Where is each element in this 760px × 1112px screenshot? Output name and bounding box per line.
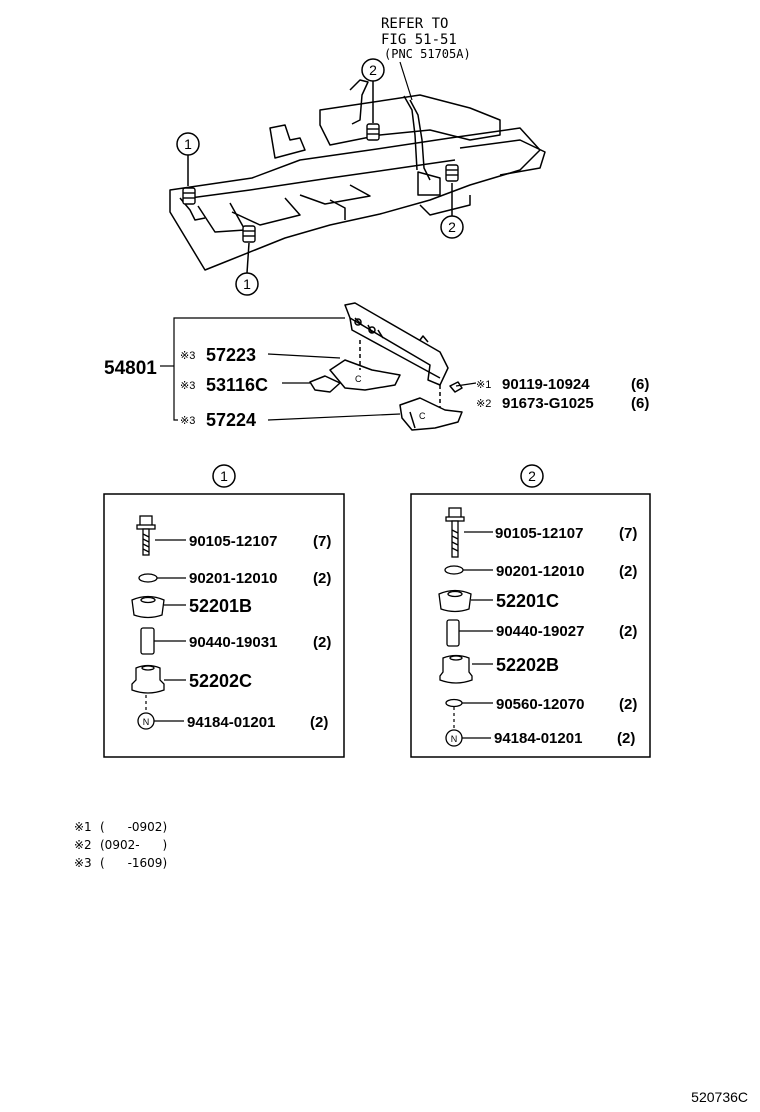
cushion-upper-icon: [131, 595, 165, 619]
collar-icon: [140, 627, 155, 655]
refer-line-1: REFER TO: [381, 16, 448, 32]
callout-1-top-label: 1: [184, 136, 192, 152]
callout-2-bottom-label: 2: [448, 219, 456, 235]
part-57223: 57223: [206, 345, 256, 365]
refer-line-2: FIG 51-51: [381, 32, 457, 48]
box2-part-3: 52201C: [496, 591, 559, 611]
box2-qty-4: (2): [619, 623, 637, 640]
box2-qty-7: (2): [617, 730, 635, 747]
footnote-2-mark: ※2: [74, 838, 92, 852]
mark-91673: ※2: [476, 398, 491, 410]
box2-qty-1: (7): [619, 525, 637, 542]
frame-callouts: [176, 58, 464, 296]
part-53116c: 53116C: [206, 375, 268, 395]
box2-part-4: 90440-19027: [496, 623, 584, 640]
footnote-3-range: ( -1609): [100, 856, 167, 870]
mark-90119: ※1: [476, 379, 491, 391]
footnotes: ※1 ( -0902) ※2 (0902- ) ※3 ( -1609): [74, 820, 167, 870]
qty-90119-10924: (6): [631, 376, 649, 393]
footnote-1-mark: ※1: [74, 820, 92, 834]
cushion-front-left-icon: [182, 187, 196, 205]
box2-part-1: 90105-12107: [495, 525, 583, 542]
box2-callout-icon: [520, 464, 544, 488]
box1-qty-2: (2): [313, 570, 331, 587]
cushion-upper-icon: [438, 589, 472, 613]
callout-2-top-label: 2: [369, 62, 377, 78]
cushion-lower-icon: [131, 664, 165, 694]
refer-line-3: (PNC 51705A): [384, 47, 471, 61]
washer-icon: [138, 573, 158, 583]
box1-part-5: 52202C: [189, 671, 252, 691]
mark-57224: ※3: [180, 415, 195, 427]
mark-57223: ※3: [180, 350, 195, 362]
assembly-letter-c: C C: [355, 374, 426, 421]
box1-part-3: 52201B: [189, 596, 252, 616]
box1-part-4: 90440-19031: [189, 634, 277, 651]
callout-1-bottom-label: 1: [243, 276, 251, 292]
figure-id: 520736C: [691, 1089, 748, 1105]
part-91673-g1025: 91673-G1025: [502, 395, 594, 412]
part-90119-10924: 90119-10924: [502, 376, 590, 393]
box2-part-6: 90560-12070: [496, 696, 584, 713]
box1-part-2: 90201-12010: [189, 570, 277, 587]
frame-drawing: [169, 79, 546, 271]
box2-title: 2: [528, 468, 536, 484]
part-57224: 57224: [206, 410, 256, 430]
washer-icon: [444, 565, 464, 575]
svg-text:N: N: [143, 717, 150, 727]
collar-icon: [446, 619, 460, 647]
box1-panel: N 90105-12107 (7) 90201-12010 (2) 52201B…: [103, 493, 345, 758]
mark-53116c: ※3: [180, 380, 195, 392]
cushion-lower-icon: [439, 654, 473, 684]
refer-note: REFER TO FIG 51-51 (PNC 51705A): [381, 16, 471, 61]
box1-part-6: 94184-01201: [187, 714, 275, 731]
footnote-1-range: ( -0902): [100, 820, 167, 834]
box2-panel: N 90105-12107 (7) 90201-12010 (2) 52201C…: [410, 493, 651, 758]
refer-leader-line: [399, 61, 413, 101]
part-54801: 54801: [104, 358, 157, 379]
footnote-3-mark: ※3: [74, 856, 92, 870]
bracket-assembly-drawing: [309, 302, 463, 431]
bolt-icon: [445, 507, 465, 558]
cushion-front-right-icon: [242, 225, 256, 243]
svg-text:N: N: [451, 734, 458, 744]
box1-part-1: 90105-12107: [189, 533, 277, 550]
box2-part-2: 90201-12010: [496, 563, 584, 580]
svg-text:C: C: [355, 374, 362, 384]
bolt-icon: [136, 515, 156, 556]
footnote-2-range: (0902- ): [100, 838, 167, 852]
svg-text:C: C: [419, 411, 426, 421]
box2-part-5: 52202B: [496, 655, 559, 675]
box1-qty-1: (7): [313, 533, 331, 550]
frame-cushions: [182, 123, 459, 243]
box2-qty-2: (2): [619, 563, 637, 580]
assembly-leaders: [160, 317, 477, 421]
qty-91673-g1025: (6): [631, 395, 649, 412]
cushion-rear-left-icon: [366, 123, 380, 141]
washer-icon: [445, 698, 463, 708]
box1-qty-6: (2): [310, 714, 328, 731]
box1-title: 1: [220, 468, 228, 484]
box1-callout-icon: [212, 464, 236, 488]
box2-qty-6: (2): [619, 696, 637, 713]
cushion-rear-right-icon: [445, 164, 459, 182]
box2-part-7: 94184-01201: [494, 730, 582, 747]
box1-qty-4: (2): [313, 634, 331, 651]
